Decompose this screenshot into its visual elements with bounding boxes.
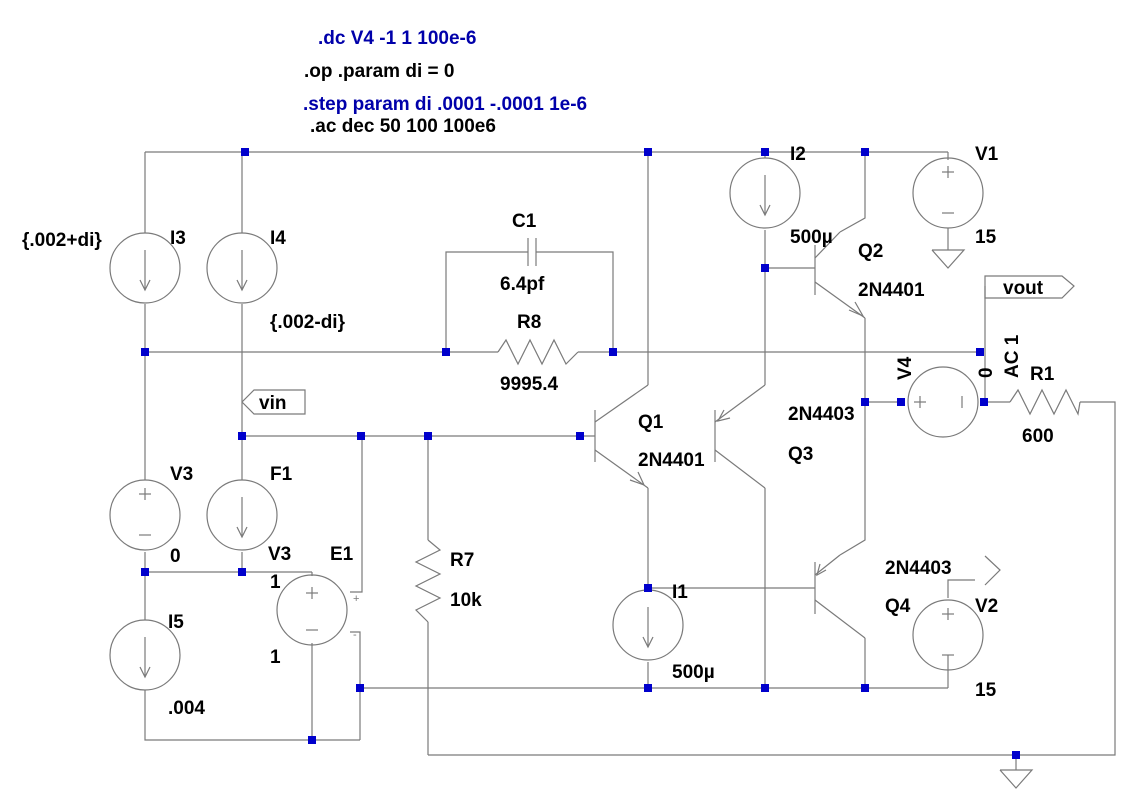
- v3-value: 0: [170, 546, 181, 567]
- f1-gain: 1: [270, 572, 281, 593]
- current-source-i5: [109, 619, 181, 691]
- v1-value: 15: [975, 227, 997, 248]
- i4-name: I4: [270, 228, 286, 249]
- q4-model: 2N4403: [885, 558, 952, 579]
- r8-name: R8: [517, 312, 541, 333]
- r1-name: R1: [1030, 364, 1055, 385]
- current-source-i3: [109, 232, 181, 304]
- current-source-i2: [729, 157, 801, 229]
- resistor-r7: [414, 539, 442, 623]
- voltage-source-v2: [912, 599, 984, 671]
- voltage-source-v1: [912, 157, 984, 229]
- r7-value: 10k: [450, 590, 482, 611]
- junction-dots: [141, 148, 1020, 759]
- transistor-q1: [594, 384, 649, 489]
- net-flag-v2: [984, 555, 1001, 586]
- q2-model: 2N4401: [858, 280, 925, 301]
- i3-value: {.002+di}: [22, 230, 102, 251]
- f1-ctrl: V3: [268, 544, 291, 565]
- r1-value: 600: [1022, 426, 1054, 447]
- q3-name: Q3: [788, 444, 813, 465]
- f1-name: F1: [270, 464, 293, 485]
- i3-name: I3: [170, 228, 186, 249]
- v3-name: V3: [170, 464, 193, 485]
- ground-v1: [931, 249, 966, 269]
- e1-gain: 1: [270, 647, 281, 668]
- v2-name: V2: [975, 596, 998, 617]
- e1-name: E1: [330, 544, 354, 565]
- ground-right: [999, 769, 1034, 789]
- r7-name: R7: [450, 550, 474, 571]
- q1-name: Q1: [638, 412, 664, 433]
- v4-value: 0: [976, 367, 997, 378]
- net-flag-vin: vin: [241, 389, 306, 415]
- svg-text:+: +: [353, 593, 359, 605]
- resistor-r8: [497, 338, 579, 366]
- net-flag-vout: vout: [984, 275, 1075, 299]
- directive-step: .step param di .0001 -.0001 1e-6: [303, 94, 587, 115]
- vin-label: vin: [259, 393, 286, 414]
- svg-text:-: -: [353, 629, 357, 641]
- q3-model: 2N4403: [788, 404, 855, 425]
- controlled-source-e1: + -: [276, 574, 359, 646]
- i5-value: .004: [168, 698, 205, 719]
- q4-name: Q4: [885, 596, 911, 617]
- current-source-i4: [206, 232, 278, 304]
- v4-ac: AC 1: [1002, 334, 1023, 378]
- q2-name: Q2: [858, 241, 883, 262]
- i4-value: {.002-di}: [270, 312, 346, 333]
- c1-value: 6.4pf: [500, 274, 545, 295]
- directive-ac: .ac dec 50 100 100e6: [310, 116, 496, 137]
- transistor-q3: [714, 384, 766, 489]
- v1-name: V1: [975, 144, 999, 165]
- directive-op-param: .op .param di = 0: [304, 61, 454, 82]
- q1-model: 2N4401: [638, 450, 705, 471]
- current-source-f1: [206, 479, 278, 551]
- i1-name: I1: [672, 582, 688, 603]
- wires: [144, 151, 1116, 770]
- v4-name: V4: [895, 356, 916, 380]
- transistor-q4: [814, 554, 866, 639]
- i2-value: 500µ: [790, 227, 833, 248]
- voltage-source-v3: [109, 479, 181, 551]
- i5-name: I5: [168, 612, 184, 633]
- c1-name: C1: [512, 211, 537, 232]
- i1-value: 500µ: [672, 662, 715, 683]
- directive-dc: .dc V4 -1 1 100e-6: [318, 28, 476, 49]
- capacitor-c1: [527, 238, 537, 266]
- i2-name: I2: [790, 144, 806, 165]
- transistor-q2: [814, 231, 866, 319]
- resistor-r1: [1009, 388, 1081, 416]
- r8-value: 9995.4: [500, 374, 559, 395]
- voltage-source-v4: [907, 366, 979, 438]
- v2-value: 15: [975, 680, 997, 701]
- vout-label: vout: [1003, 278, 1044, 299]
